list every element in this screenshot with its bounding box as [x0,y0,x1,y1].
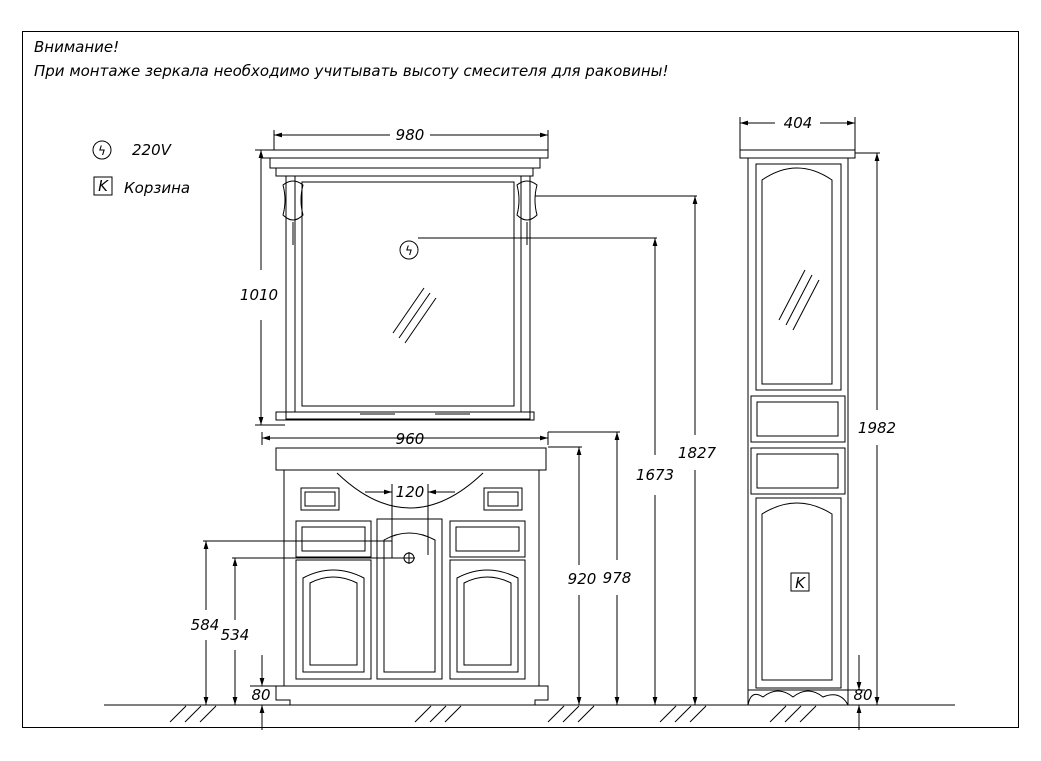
basket-marker-symbol: K [795,574,806,592]
floor [104,704,955,723]
dim-sink-bowl-height: 920 [568,570,597,588]
dim-drain-spacing: 120 [396,483,425,501]
dim-mirror-height: 1010 [240,286,278,304]
dim-column-plinth: 80 [853,686,872,704]
power-label: 220V [132,141,173,159]
basket-icon [93,176,113,196]
outlet-icon [399,240,419,260]
dim-drain-height: 534 [221,626,250,644]
legend: ϟ 220V K Корзина [92,140,190,197]
mirror [260,149,549,421]
dim-outlet-height: 1673 [636,466,674,484]
dim-cabinet-plinth: 80 [251,686,270,704]
power-icon [92,140,112,160]
drawing-frame [22,31,1019,728]
dim-mirror-width: 980 [396,126,425,144]
outlet-symbol: ϟ [405,244,413,258]
tall-column [739,149,856,706]
dim-column-height: 1982 [858,419,896,437]
sink-cabinet [275,447,549,706]
warning-title: Внимание! [34,38,120,56]
lamp-right [516,180,538,221]
power-symbol: ϟ [98,144,106,158]
basket-symbol: K [98,177,109,195]
basket-marker [790,572,810,592]
dimension-lines [203,117,880,730]
dim-water-inlet-height: 584 [191,616,220,634]
basket-label: Корзина [124,179,190,197]
dim-sink-top-height: 978 [603,569,632,587]
dim-sink-width: 960 [396,430,425,448]
warning-text: При монтаже зеркала необходимо учитывать… [34,62,669,80]
dim-column-width: 404 [784,114,813,132]
dim-mirror-top-height: 1827 [678,444,717,462]
lamp-left [282,180,304,221]
